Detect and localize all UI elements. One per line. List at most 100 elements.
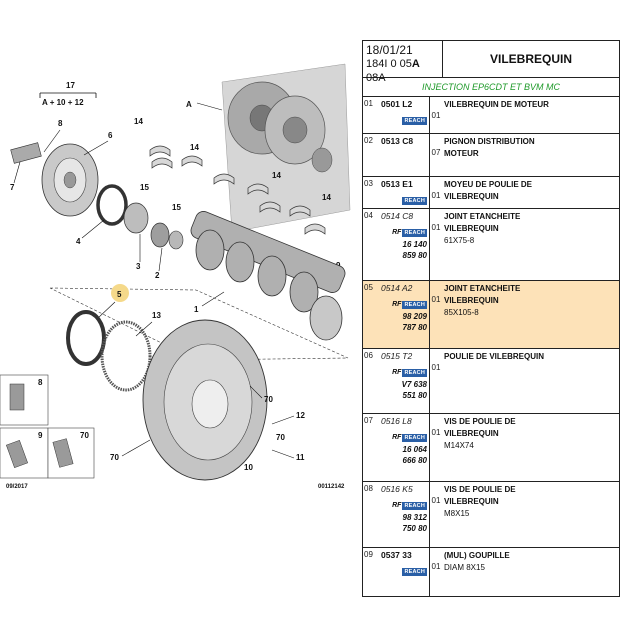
reach-badge: REACH bbox=[402, 229, 427, 237]
timing-sprocket bbox=[150, 222, 170, 248]
reach-badge: REACH bbox=[402, 301, 427, 309]
legend-label-8: 8 bbox=[38, 378, 43, 387]
callout-70b[interactable]: 70 bbox=[276, 433, 285, 442]
callout-6[interactable]: 6 bbox=[108, 131, 113, 140]
header-meta: 18/01/21 184I 0 05A 08A bbox=[363, 41, 443, 84]
part-number-line-2: 750 80 bbox=[402, 524, 427, 533]
part-name-line-2: VILEBREQUIN bbox=[444, 497, 499, 506]
part-name-line-1: PIGNON DISTRIBUTION bbox=[444, 137, 535, 146]
qty-cell: 01 bbox=[431, 191, 441, 200]
part-name-line-1: POULIE DE VILEBREQUIN bbox=[444, 352, 545, 361]
callout-11[interactable]: 11 bbox=[296, 453, 305, 462]
rf-label: RF bbox=[392, 502, 402, 509]
callout-15a[interactable]: 15 bbox=[140, 183, 149, 192]
description-cell: POULIE DE VILEBREQUIN bbox=[442, 349, 619, 413]
row-index: 08 bbox=[364, 484, 373, 493]
callout-14c[interactable]: 14 bbox=[272, 171, 281, 180]
part-ref[interactable]: 0501 L2 bbox=[381, 99, 413, 109]
crankshaft-diagram-svg: 17 A + 10 + 12 A 8 7 6 4 3 bbox=[0, 63, 351, 481]
part-number-line-1: 98 312 bbox=[402, 513, 427, 522]
callout-17[interactable]: 17 bbox=[66, 81, 75, 90]
part-spec: DIAM 8X15 bbox=[444, 563, 485, 572]
callout-10[interactable]: 70 bbox=[110, 453, 119, 462]
group-formula: A + 10 + 12 bbox=[42, 98, 84, 107]
engine-variant-subtitle: INJECTION EP6CDT ET BVM MC bbox=[363, 78, 620, 97]
qty-cell: 01 bbox=[431, 111, 441, 120]
callout-14d[interactable]: 14 bbox=[322, 193, 331, 202]
row-index: 03 bbox=[364, 179, 373, 188]
qty-cell: 01 bbox=[431, 223, 441, 232]
part-name-line-1: MOYEU DE POULIE DE bbox=[444, 180, 533, 189]
rf-label: RF bbox=[392, 301, 402, 308]
callout-70c[interactable]: 10 bbox=[244, 463, 253, 472]
crankshaft bbox=[190, 211, 346, 341]
callout-4[interactable]: 4 bbox=[76, 237, 81, 246]
part-name-line-2: VILEBREQUIN bbox=[444, 429, 499, 438]
callout-7[interactable]: 7 bbox=[10, 183, 15, 192]
legend-label-9: 9 bbox=[38, 431, 43, 440]
header-date: 18/01/21 bbox=[366, 43, 413, 57]
callout-5[interactable]: 5 bbox=[117, 290, 122, 299]
callout-A[interactable]: A bbox=[186, 100, 192, 109]
part-ref[interactable]: 0515 T2 bbox=[381, 351, 413, 361]
callout-8[interactable]: 8 bbox=[58, 119, 63, 128]
reach-badge: REACH bbox=[402, 568, 427, 576]
release-bearing bbox=[311, 147, 333, 173]
callout-14a[interactable]: 14 bbox=[134, 117, 143, 126]
diagram-footer-code: 00112142 bbox=[318, 484, 345, 490]
row-index: 05 bbox=[364, 283, 373, 292]
part-name-line-1: VILEBREQUIN DE MOTEUR bbox=[444, 100, 549, 109]
row-index: 06 bbox=[364, 351, 373, 360]
part-ref[interactable]: 0514 C8 bbox=[381, 211, 414, 221]
part-spec: M8X15 bbox=[444, 509, 470, 518]
callout-12[interactable]: 12 bbox=[296, 411, 305, 420]
callout-2[interactable]: 2 bbox=[155, 271, 160, 280]
part-ref[interactable]: 0514 A2 bbox=[381, 283, 413, 293]
callout-13[interactable]: 13 bbox=[152, 311, 161, 320]
ref-cell: 0537 33 REACH bbox=[377, 548, 430, 596]
header-code: 184I 0 05A 08A bbox=[366, 58, 420, 84]
parts-header: 18/01/21 184I 0 05A 08A VILEBREQUIN bbox=[363, 40, 620, 84]
parts-list-panel: 18/01/21 184I 0 05A 08A VILEBREQUIN INJE… bbox=[362, 40, 620, 597]
starter-ring-gear bbox=[100, 320, 152, 392]
qty-cell: 01 bbox=[431, 295, 441, 304]
part-ref[interactable]: 0513 E1 bbox=[381, 179, 413, 189]
qty-cell: 01 bbox=[431, 363, 441, 372]
callout-15b[interactable]: 15 bbox=[172, 203, 181, 212]
part-ref[interactable]: 0537 33 bbox=[381, 550, 412, 560]
reach-badge: REACH bbox=[402, 197, 427, 205]
reach-badge: REACH bbox=[402, 369, 427, 377]
reach-badge: REACH bbox=[402, 502, 427, 510]
part-name-line-1: JOINT ETANCHEITE bbox=[444, 212, 521, 221]
part-ref[interactable]: 0516 K5 bbox=[381, 484, 413, 494]
callout-14b[interactable]: 14 bbox=[190, 143, 199, 152]
part-ref[interactable]: 0516 L8 bbox=[381, 416, 412, 426]
rf-label: RF bbox=[392, 434, 402, 441]
part-ref[interactable]: 0513 C8 bbox=[381, 136, 414, 146]
ref-cell: 0513 C8 bbox=[377, 134, 430, 176]
row-index: 09 bbox=[364, 550, 373, 559]
callout-1[interactable]: 1 bbox=[194, 305, 199, 314]
part-name-line-1: (MUL) GOUPILLE bbox=[444, 551, 510, 560]
callout-70a[interactable]: 70 bbox=[264, 395, 273, 404]
reach-badge: REACH bbox=[402, 434, 427, 442]
exploded-diagram: 17 A + 10 + 12 A 8 7 6 4 3 bbox=[0, 0, 358, 500]
callout-3[interactable]: 3 bbox=[136, 262, 141, 271]
